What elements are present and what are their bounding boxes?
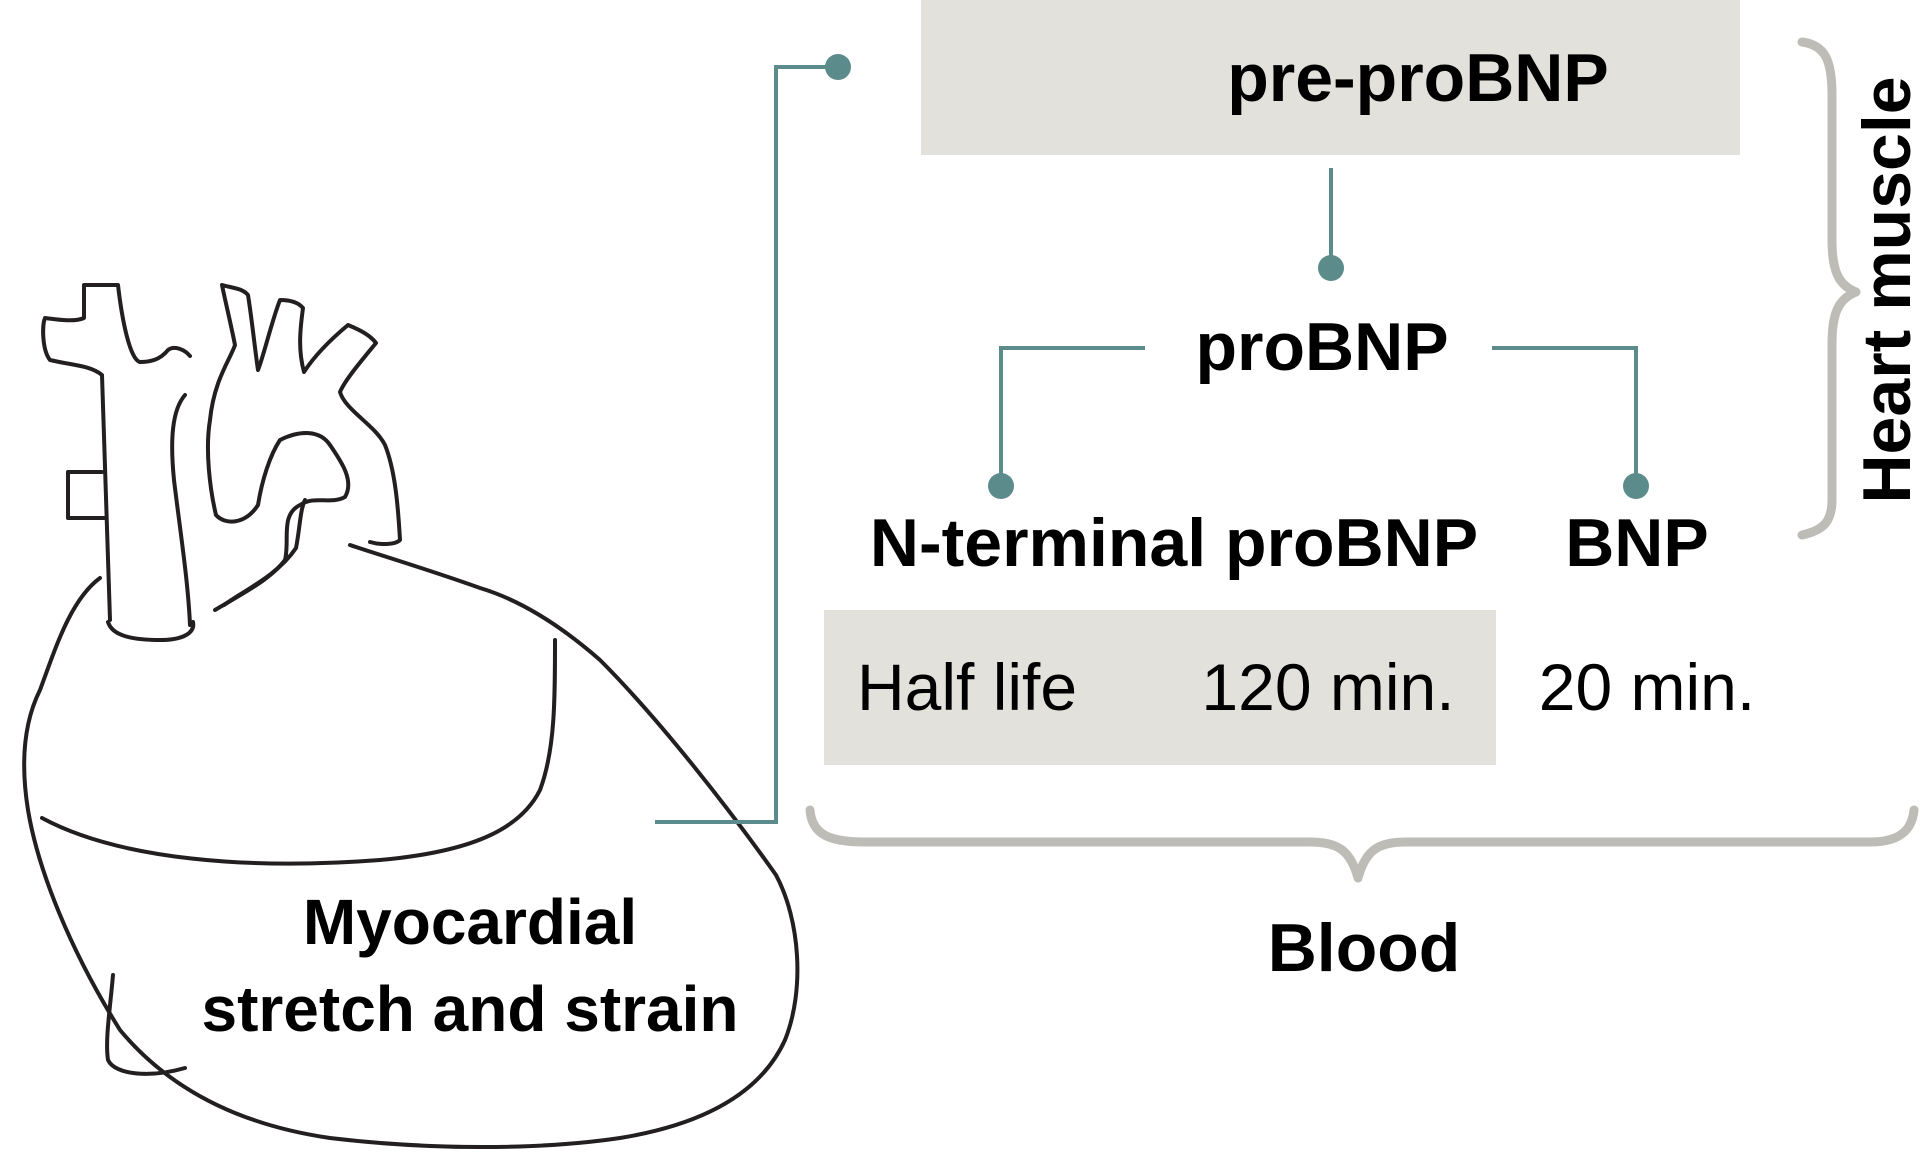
pre-probnp-box — [921, 0, 1740, 155]
half-life-label: Half life — [857, 650, 1077, 724]
connector-dot — [1318, 255, 1344, 281]
bnp-half-life-value: 20 min. — [1539, 650, 1755, 724]
ventricle-division — [40, 638, 557, 866]
connector-probnp-to-nt-probnp — [988, 346, 1145, 499]
pre-probnp-label: pre-proBNP — [1227, 40, 1609, 116]
lower-vessel-stub — [105, 973, 187, 1076]
vena-cava-outline — [41, 283, 192, 622]
bnp-label: BNP — [1565, 505, 1709, 581]
blood-brace — [805, 805, 1919, 883]
vena-cava-side-stub — [66, 470, 106, 520]
vena-cava-base — [106, 620, 196, 642]
heart-illustration — [22, 283, 800, 1149]
connector-dot — [988, 473, 1014, 499]
connector-dot — [1623, 473, 1649, 499]
aortic-arch-outline — [205, 283, 402, 612]
aortic-arch-inner — [222, 498, 307, 607]
vena-cava-right — [170, 393, 192, 627]
connector-probnp-to-bnp — [1492, 346, 1649, 499]
heart-muscle-label: Heart muscle — [1849, 76, 1920, 503]
heart-caption-line1: Myocardial — [303, 886, 637, 958]
blood-label: Blood — [1268, 910, 1461, 986]
half-life-box — [824, 610, 1496, 765]
heart-caption-line2: stretch and strain — [201, 973, 738, 1045]
connector-heart-to-pre-probnp — [655, 54, 851, 824]
heart-muscle-brace — [1797, 37, 1861, 540]
nt-probnp-label: N-terminal proBNP — [870, 505, 1478, 581]
nt-probnp-half-life-value: 120 min. — [1201, 650, 1454, 724]
connector-pre-probnp-to-probnp — [1318, 168, 1344, 281]
probnp-label: proBNP — [1195, 309, 1448, 385]
heart-body-outline — [22, 543, 800, 1149]
connector-dot — [825, 54, 851, 80]
